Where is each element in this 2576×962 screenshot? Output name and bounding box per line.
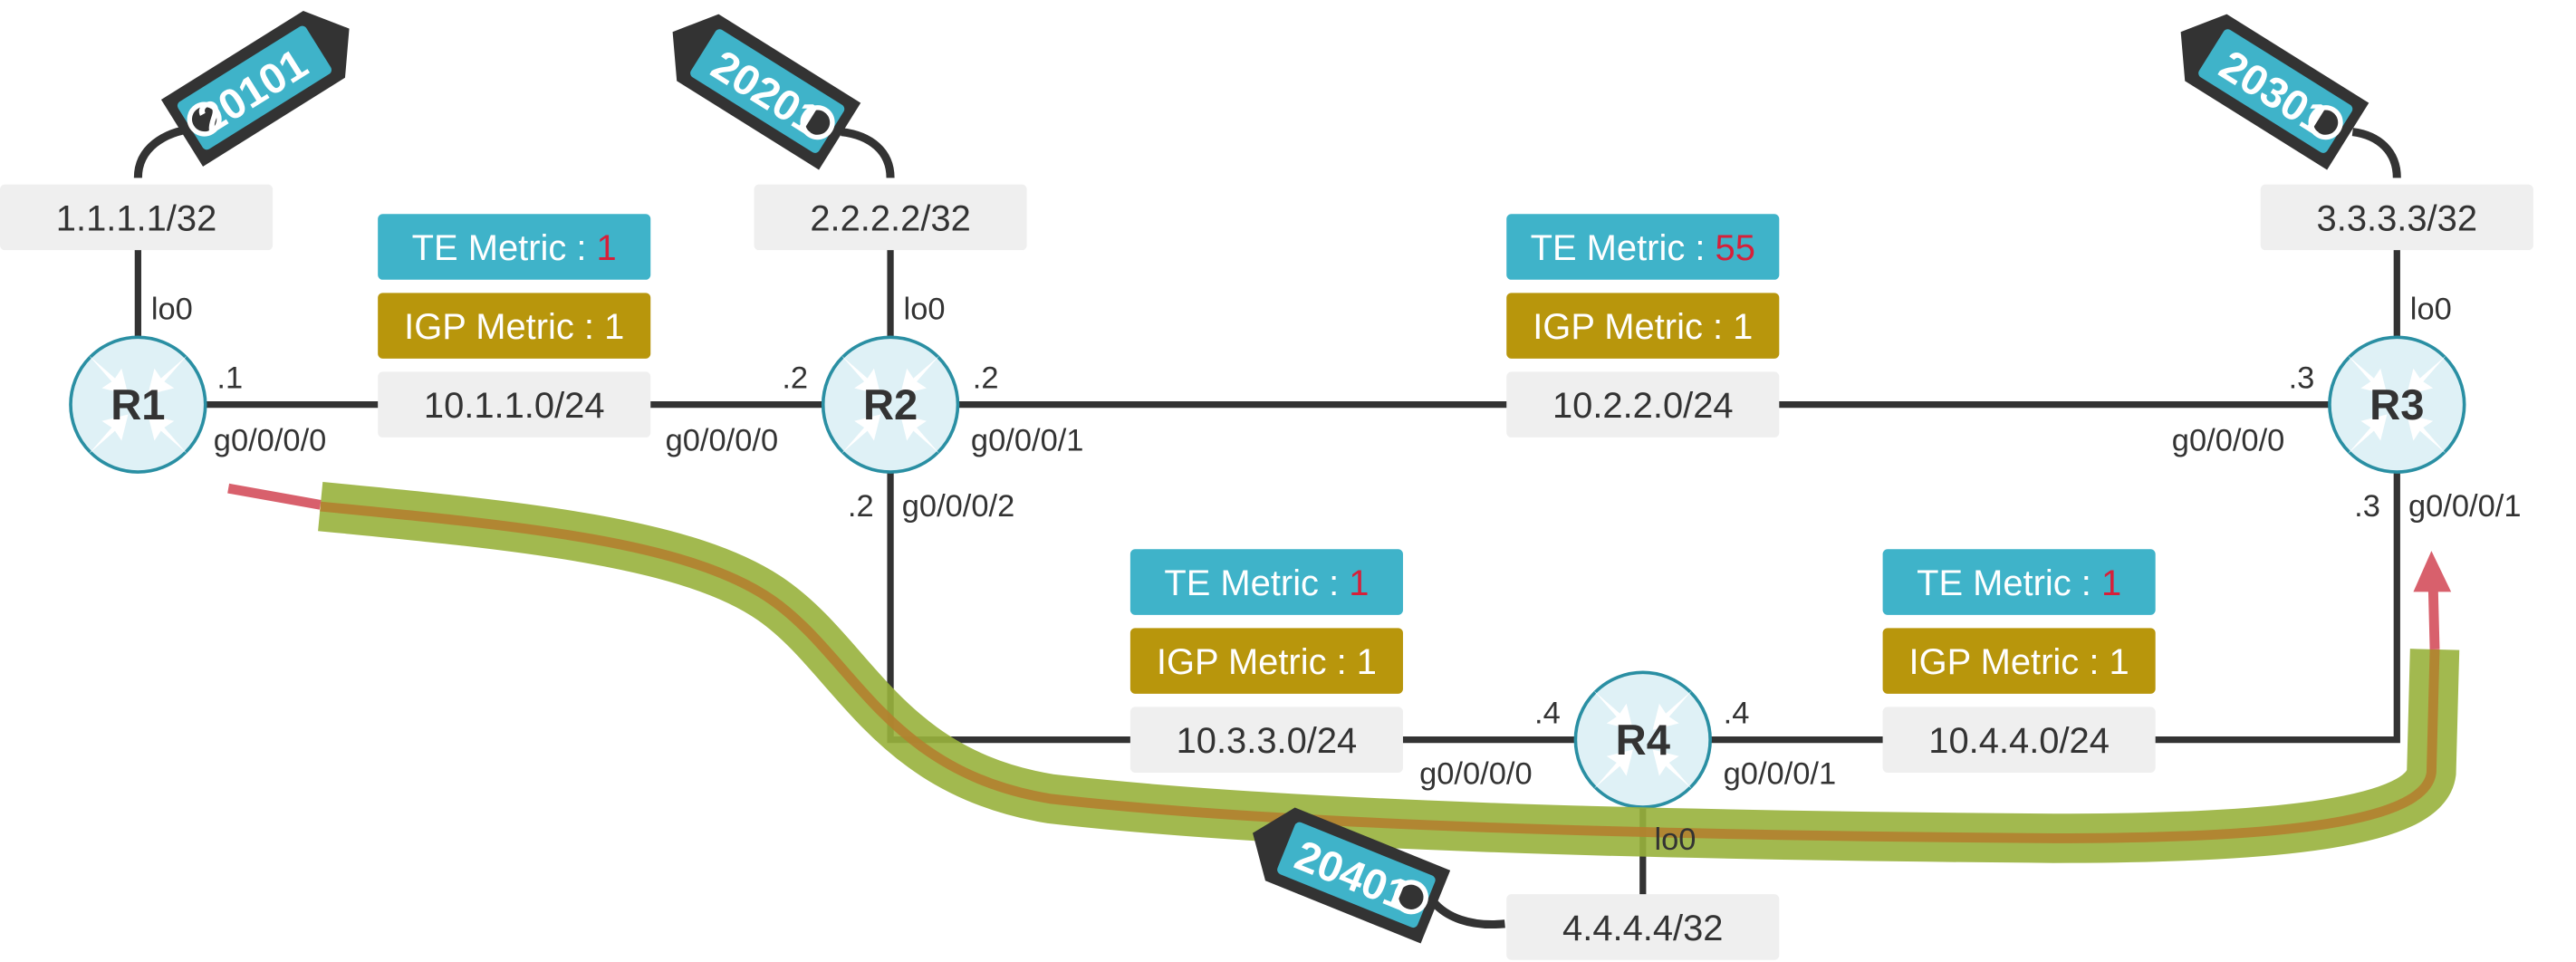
r4-iface-left: g0/0/0/0 [1419, 757, 1533, 792]
r2-iface-right: g0/0/0/1 [971, 423, 1084, 457]
loopback-box-r2: 2.2.2.2/32 [754, 184, 1027, 251]
r4-iface-right: g0/0/0/1 [1724, 757, 1837, 792]
router-r3[interactable]: R3 [2328, 335, 2466, 474]
igp-metric-r2-r4: IGP Metric : 1 [1157, 642, 1377, 682]
link-r4-r3-labels: TE Metric : 1 IGP Metric : 1 10.4.4.0/24 [1882, 549, 2156, 773]
path-core-line [320, 501, 2440, 843]
r4-host-left: .4 [1534, 697, 1561, 731]
igp-metric-r2-r3: IGP Metric : 1 [1533, 307, 1753, 347]
loopback-prefix-r3: 3.3.3.3/32 [2317, 198, 2477, 238]
loopback-box-r4: 4.4.4.4/32 [1506, 894, 1780, 960]
loopback-prefix-r1: 1.1.1.1/32 [56, 198, 216, 238]
r3-lo0-label: lo0 [2410, 292, 2452, 326]
router-label: R1 [111, 380, 165, 428]
router-r1[interactable]: R1 [69, 335, 207, 474]
r2-host-right: .2 [973, 361, 999, 396]
traffic-path [227, 482, 2460, 863]
r2-host-left: .2 [782, 361, 808, 396]
te-metric-r2-r3: TE Metric : 55 [1531, 228, 1755, 268]
r2-lo0-label: lo0 [904, 292, 946, 326]
sid-tag-r3: 20301 [2180, 14, 2401, 178]
network-r4-r3: 10.4.4.0/24 [1928, 721, 2110, 761]
r2-iface-left: g0/0/0/0 [666, 423, 779, 457]
link-r2-r3-labels: TE Metric : 55 IGP Metric : 1 10.2.2.0/2… [1506, 214, 1780, 438]
r1-host-label: .1 [216, 361, 243, 396]
te-metric-r1-r2: TE Metric : 1 [412, 228, 617, 268]
router-r2[interactable]: R2 [821, 335, 960, 474]
loopback-box-r1: 1.1.1.1/32 [0, 184, 274, 251]
r3-host-left: .3 [2289, 361, 2315, 396]
link-r1-r2-labels: TE Metric : 1 IGP Metric : 1 10.1.1.0/24 [378, 214, 651, 438]
r1-lo0-label: lo0 [151, 292, 193, 326]
loopback-box-r3: 3.3.3.3/32 [2260, 184, 2533, 251]
r4-host-right: .4 [1724, 697, 1750, 731]
loopback-prefix-r2: 2.2.2.2/32 [810, 198, 970, 238]
network-r2-r3: 10.2.2.0/24 [1552, 386, 1734, 426]
router-label: R4 [1616, 716, 1670, 764]
igp-metric-r1-r2: IGP Metric : 1 [404, 307, 624, 347]
path-end-stub [2427, 585, 2440, 650]
r3-iface-down: g0/0/0/1 [2408, 489, 2522, 524]
network-r2-r4: 10.3.3.0/24 [1177, 721, 1358, 761]
r2-iface-down: g0/0/0/2 [902, 489, 1015, 524]
router-label: R2 [863, 380, 918, 428]
igp-metric-r4-r3: IGP Metric : 1 [1909, 642, 2129, 682]
sid-tag-r1: 20101 [133, 10, 350, 178]
router-r4[interactable]: R4 [1573, 670, 1712, 809]
r1-iface-label: g0/0/0/0 [214, 423, 327, 457]
r4-lo0-label: lo0 [1654, 823, 1696, 857]
interface-labels: .1 g0/0/0/0 .2 g0/0/0/0 .2 g0/0/0/1 .2 g… [214, 361, 2522, 792]
r3-iface-left: g0/0/0/0 [2172, 423, 2285, 457]
r3-host-down: .3 [2354, 489, 2380, 524]
te-metric-r4-r3: TE Metric : 1 [1917, 563, 2121, 603]
arrow-head-icon [2413, 551, 2452, 592]
r2-host-down: .2 [848, 489, 874, 524]
sid-tag-r2: 20201 [672, 14, 895, 178]
path-start-stub [227, 483, 322, 510]
loopback-prefix-r4: 4.4.4.4/32 [1562, 909, 1723, 948]
te-metric-r2-r4: TE Metric : 1 [1164, 563, 1369, 603]
link-r2-r4-labels: TE Metric : 1 IGP Metric : 1 10.3.3.0/24 [1129, 549, 1403, 773]
network-r1-r2: 10.1.1.0/24 [424, 386, 605, 426]
router-label: R3 [2369, 380, 2424, 428]
